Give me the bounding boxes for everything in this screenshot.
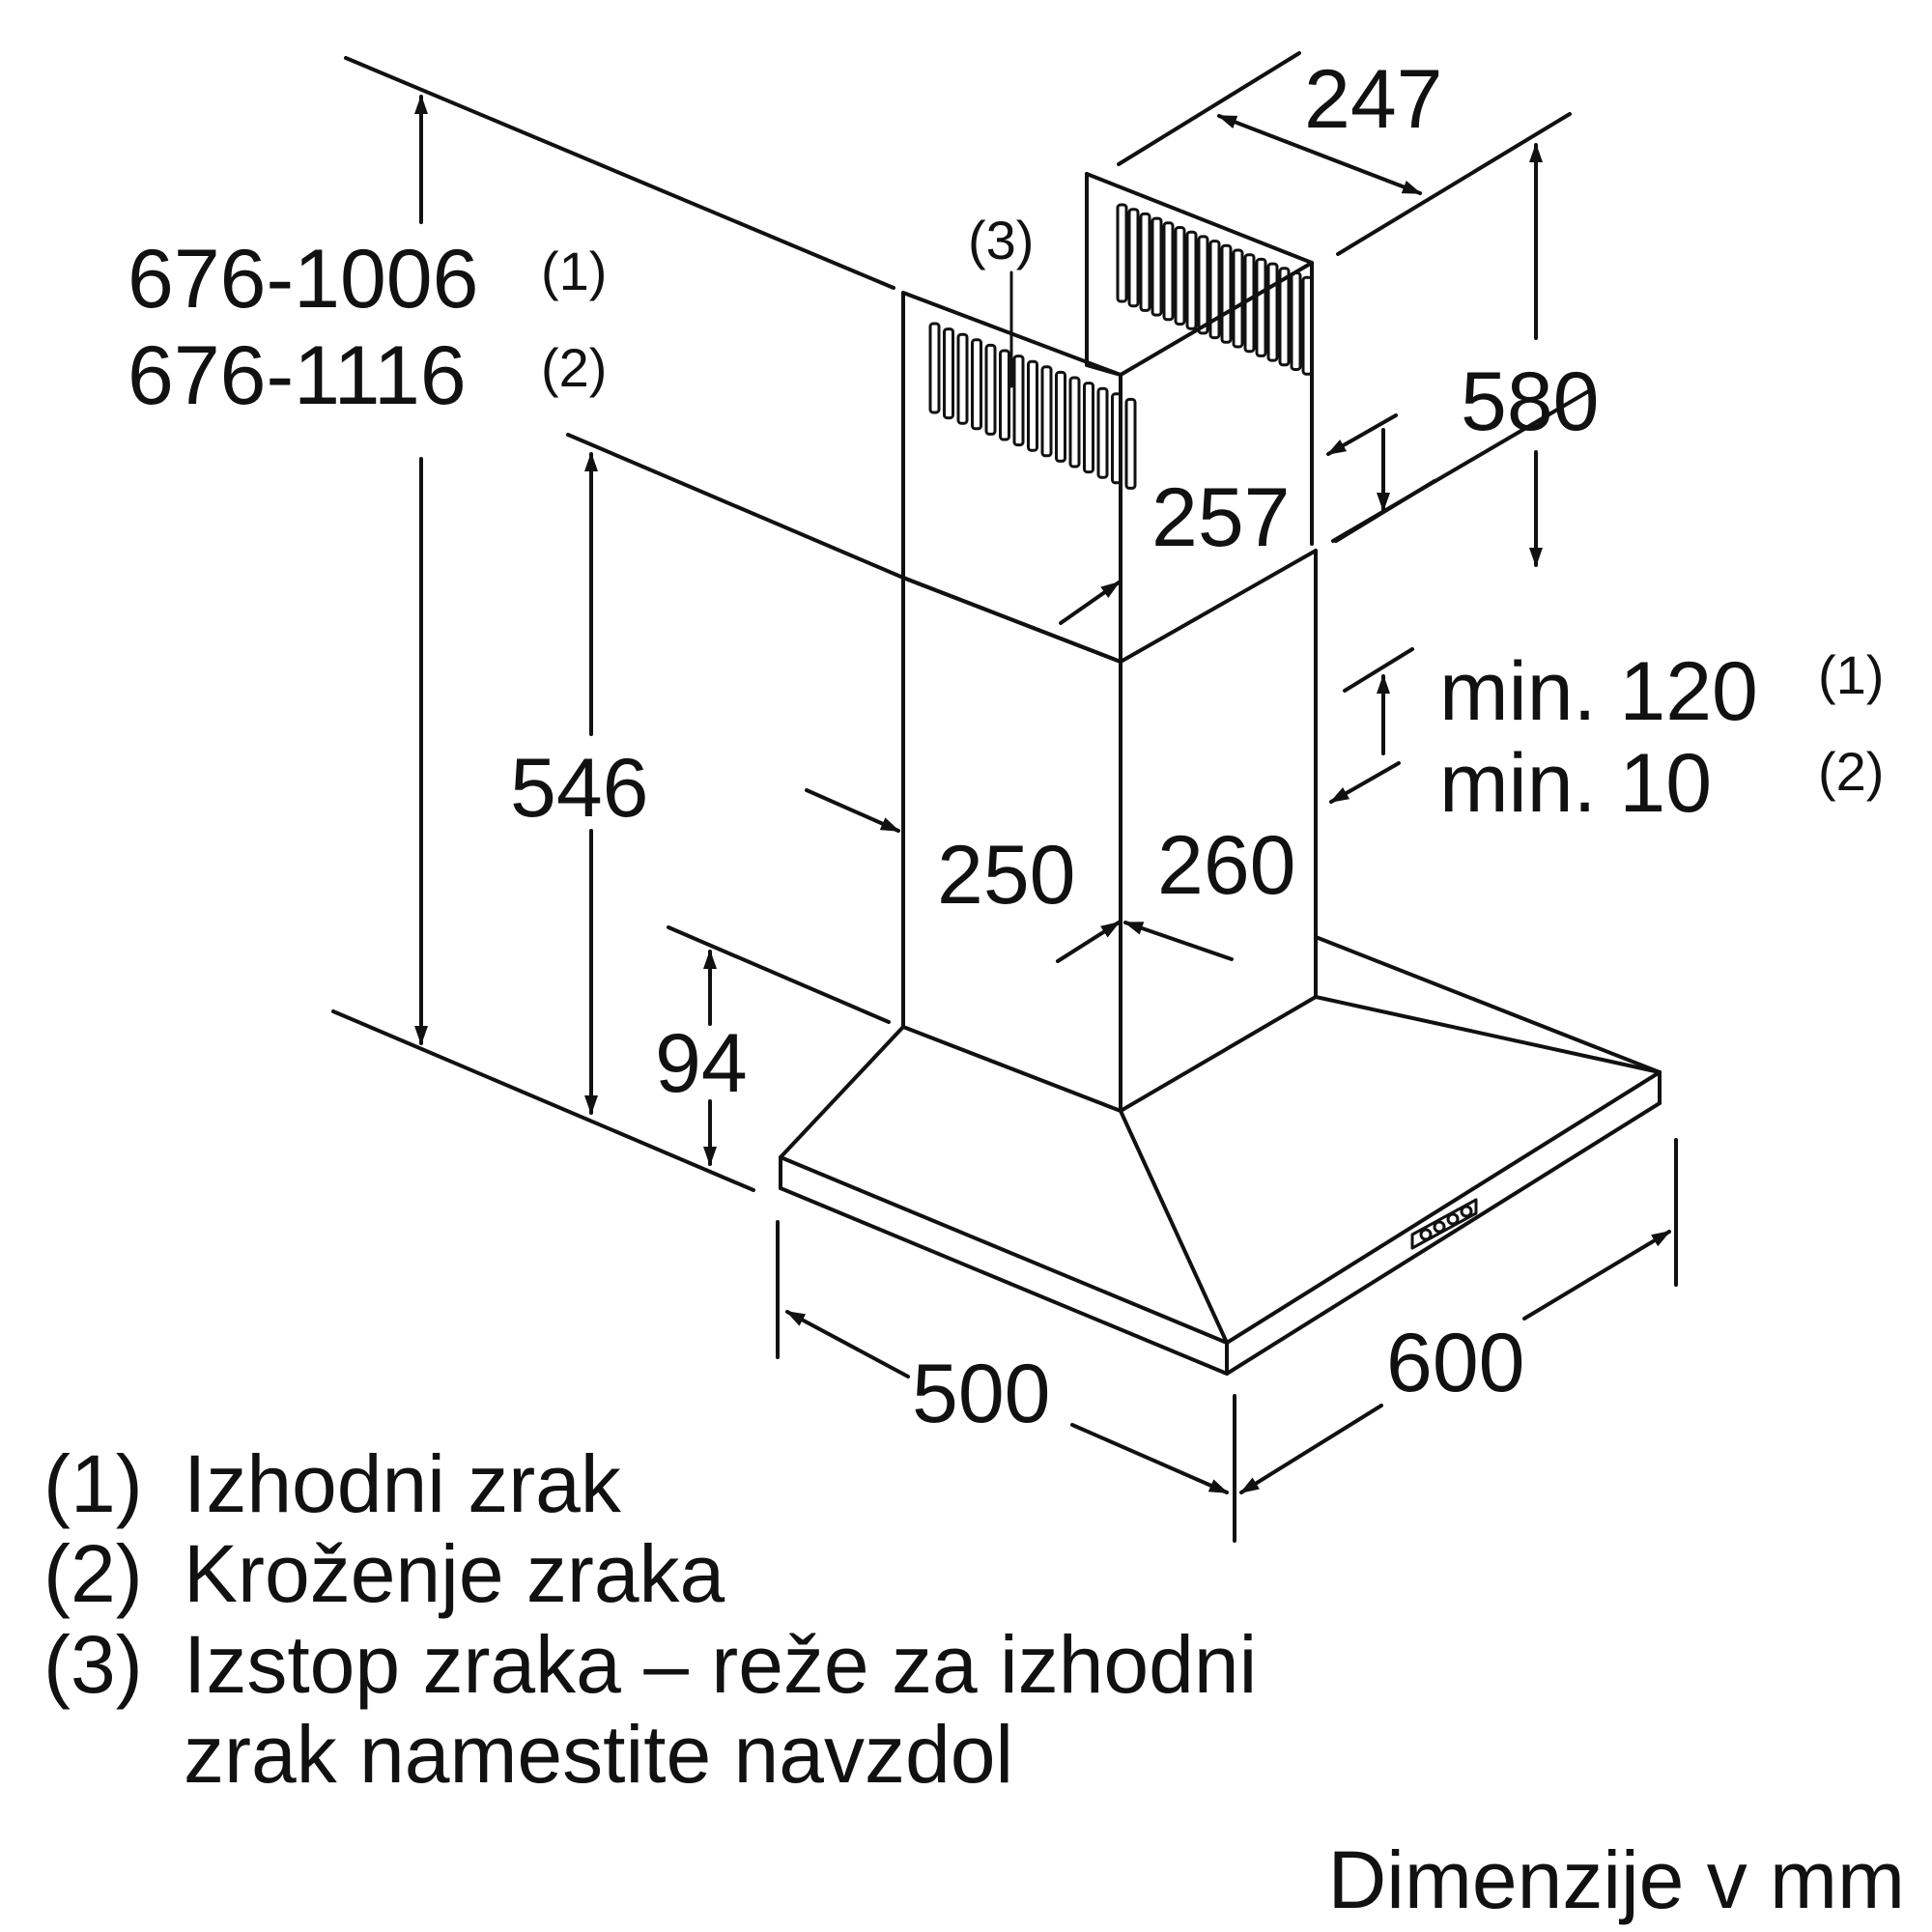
upper-chimney-top-edge: [1085, 172, 1314, 265]
vent-slot: [1197, 235, 1209, 335]
total-height-label-1: 676-1006: [128, 233, 478, 326]
vent-slot: [1068, 376, 1081, 469]
extension-line: [667, 925, 891, 1024]
min-gap-note-1: (1): [1818, 644, 1884, 705]
lower-chimney-height-label: 546: [510, 742, 649, 835]
control-button: [1460, 1205, 1473, 1218]
dimension-labels: 676-1006 (1) 676-1116 (2) 247 580 257 54…: [128, 53, 1884, 1440]
vent-slots-left: [928, 322, 1137, 490]
canopy-left-slope: [779, 1025, 905, 1159]
legend-text-3-continued: zrak namestite navzdol: [184, 1709, 1013, 1800]
total-height-note-1: (1): [541, 241, 607, 301]
canopy-right-slope: [1314, 995, 1662, 1074]
vent-slot: [1301, 275, 1314, 376]
vent-slot: [1220, 243, 1233, 344]
dimension-line-600: [1522, 1230, 1671, 1321]
hood-outline: [779, 172, 1662, 1376]
lower-chimney-bottom: [901, 995, 1318, 1113]
dimension-line-257: [1059, 581, 1121, 625]
vent-slot: [928, 322, 941, 414]
control-button: [1433, 1220, 1446, 1234]
canopy-front-slope: [1119, 1109, 1229, 1345]
dimension-line-250: [805, 788, 900, 833]
legend-number-2: (2): [43, 1528, 143, 1619]
vent-slot: [1116, 203, 1128, 303]
extension-line: [1336, 112, 1572, 256]
chimney-depth-top-label: 247: [1304, 53, 1443, 146]
min-gap-note-2: (2): [1818, 741, 1884, 802]
vent-slot: [971, 338, 982, 431]
dimension-line-260: [1123, 921, 1234, 961]
vent-slot: [956, 332, 969, 425]
legend-number-3: (3): [43, 1619, 143, 1710]
legend-text-2: Kroženje zraka: [184, 1528, 725, 1619]
vent-slot: [1151, 216, 1163, 317]
lower-chimney-depth-label: 250: [937, 829, 1076, 922]
vent-slot: [1127, 208, 1140, 308]
vent-slot: [999, 349, 1010, 441]
legend-text-1: Izhodni zrak: [184, 1438, 622, 1529]
dimension-line-600: [1239, 1404, 1383, 1494]
vent-slot: [1174, 226, 1186, 326]
min-gap-label-2: min. 10: [1439, 737, 1712, 830]
canopy-back-slope: [1314, 935, 1662, 1074]
vent-slot: [943, 327, 954, 420]
total-height-note-2: (2): [541, 337, 607, 398]
extension-line: [331, 1009, 755, 1192]
vent-slot: [1243, 253, 1256, 354]
canopy-rim-bottom: [779, 1101, 1662, 1376]
control-button: [1419, 1228, 1433, 1241]
canopy-height-label: 94: [655, 1017, 748, 1110]
vent-slot: [1083, 382, 1094, 474]
canopy-rim-top: [779, 1070, 1662, 1345]
legend-number-1: (1): [43, 1438, 143, 1529]
canopy-width-label: 600: [1386, 1317, 1525, 1409]
control-button: [1446, 1212, 1460, 1226]
vent-callout-label: (3): [968, 210, 1034, 270]
vent-slot: [1162, 221, 1175, 322]
vent-slot: [1111, 392, 1122, 485]
legend-text-3: Izstop zraka – reže za izhodni: [184, 1619, 1257, 1710]
vent-slot: [1040, 365, 1053, 458]
vent-slot: [1278, 267, 1291, 367]
vent-slot: [1139, 212, 1151, 312]
vent-slot: [1266, 262, 1279, 362]
min-gap-label-1: min. 120: [1439, 645, 1758, 738]
vent-slot: [1096, 386, 1109, 479]
legend: (1) Izhodni zrak (2) Kroženje zraka (3) …: [43, 1438, 1257, 1800]
vent-slot: [1124, 397, 1137, 490]
vent-slot: [984, 343, 997, 436]
vent-slot: [1208, 240, 1221, 340]
upper-chimney-front-right: [1119, 261, 1314, 546]
vent-slot: [1185, 230, 1198, 330]
vent-slot: [1012, 355, 1025, 447]
units-note: Dimenzije v mm: [1328, 1834, 1905, 1925]
vent-slot: [1255, 257, 1267, 357]
vent-slot: [1027, 359, 1038, 452]
extension-line: [1343, 647, 1414, 693]
extension-line: [566, 433, 905, 580]
upper-chimney-right-panel: [1085, 172, 1122, 377]
dimension-line-257: [1326, 413, 1398, 456]
canopy-depth-label: 500: [912, 1348, 1051, 1440]
upper-chimney-height-label: 580: [1461, 355, 1600, 448]
vent-slot: [1232, 248, 1244, 349]
extension-line: [1117, 51, 1301, 166]
dimension-line-247: [1217, 114, 1422, 195]
dimension-line-250: [1056, 921, 1121, 963]
vent-slot: [1290, 271, 1302, 371]
vent-slots-right: [1116, 203, 1314, 376]
lower-chimney-width-label: 260: [1157, 819, 1296, 912]
total-height-label-2: 676-1116: [128, 329, 467, 422]
control-panel: [1410, 1198, 1478, 1250]
upper-chimney-width-label: 257: [1151, 471, 1291, 564]
extension-line: [344, 56, 895, 290]
chimney-joint-line: [901, 549, 1318, 664]
vent-slot: [1055, 370, 1066, 463]
dimension-lines: [331, 51, 1678, 1543]
dimension-line-min-gap: [1329, 761, 1401, 804]
dimension-line-500: [785, 1310, 910, 1378]
dimension-line-500: [1070, 1423, 1229, 1494]
